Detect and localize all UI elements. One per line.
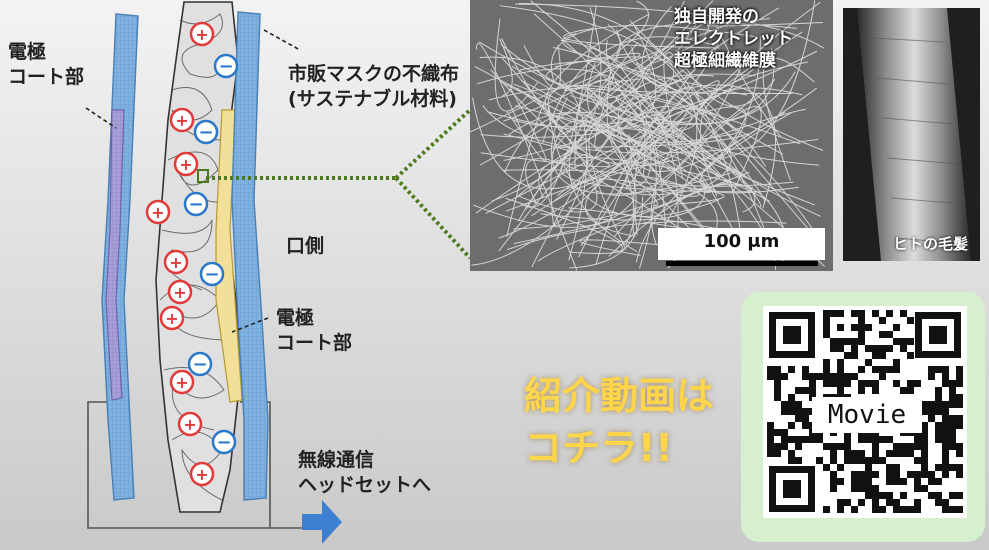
positive-charge-icon: + — [163, 249, 189, 275]
positive-charge-icon: + — [159, 305, 185, 331]
scale-bar-label: 100 μm — [658, 228, 825, 260]
right-electrode-label: 電極 コート部 — [276, 306, 352, 356]
svg-text:+: + — [179, 155, 192, 174]
leader-lines — [85, 29, 301, 333]
zoom-link — [206, 108, 472, 260]
svg-text:+: + — [151, 203, 164, 222]
negative-charges: − − − − − − — [183, 53, 239, 455]
left-electrode-label-line2: コート部 — [8, 66, 85, 88]
wireless-label-line1: 無線通信 — [298, 449, 375, 471]
svg-text:−: − — [204, 264, 219, 285]
promo-line1: 紹介動画は — [524, 374, 715, 418]
right-electrode-label-line1: 電極 — [276, 307, 315, 329]
left-electrode-coating — [105, 109, 125, 401]
positive-charge-icon: + — [173, 151, 199, 177]
output-arrow-icon — [302, 500, 342, 544]
svg-text:+: + — [195, 465, 208, 484]
sem-title: 独自開発の エレクトレット 超極細繊維膜 — [674, 6, 793, 72]
positive-charge-icon: + — [177, 411, 203, 437]
negative-charge-icon: − — [211, 429, 237, 455]
scale-bar — [666, 261, 818, 266]
svg-text:+: + — [173, 283, 186, 302]
svg-text:+: + — [195, 25, 208, 44]
positive-charge-icon: + — [169, 107, 195, 133]
hair-label: ヒトの毛髪 — [893, 235, 969, 253]
svg-text:−: − — [188, 194, 203, 215]
left-electrode-label-line1: 電極 — [8, 41, 47, 63]
svg-text:+: + — [175, 373, 188, 392]
mask-fabric-label-line1: 市販マスクの不織布 — [288, 63, 460, 85]
sem-title-line1: 独自開発の — [674, 7, 759, 27]
negative-charge-icon: − — [183, 191, 209, 217]
negative-charge-icon: − — [187, 351, 213, 377]
svg-text:−: − — [192, 354, 207, 375]
promo-line2: コチラ!! — [524, 426, 673, 470]
hair-strand — [843, 8, 980, 261]
mask-fabric-label-line2: (サステナブル材料) — [288, 88, 457, 110]
right-electrode-label-line2: コート部 — [276, 332, 353, 354]
promo-text: 紹介動画は コチラ!! — [524, 370, 714, 474]
negative-charge-icon: − — [199, 261, 225, 287]
left-electrode-strip — [101, 13, 139, 501]
svg-text:+: + — [165, 309, 178, 328]
svg-text:−: − — [218, 56, 233, 77]
positive-charge-icon: + — [167, 279, 193, 305]
wireless-label-line2: ヘッドセットへ — [298, 474, 432, 496]
sem-title-line2: エレクトレット — [674, 29, 793, 49]
svg-text:+: + — [175, 111, 188, 130]
positive-charge-icon: + — [169, 369, 195, 395]
svg-text:+: + — [169, 253, 182, 272]
zoom-marker — [197, 169, 209, 183]
positive-charges: + + + + + + + + + + — [145, 21, 215, 487]
svg-text:−: − — [216, 432, 231, 453]
wireless-label: 無線通信 ヘッドセットへ — [298, 448, 431, 498]
sem-title-line3: 超極細繊維膜 — [674, 51, 776, 71]
positive-charge-icon: + — [145, 199, 171, 225]
hair-micrograph — [843, 8, 980, 261]
sem-micrograph — [470, 0, 833, 271]
negative-charge-icon: − — [193, 119, 219, 145]
right-electrode-strip — [231, 11, 269, 501]
positive-charge-icon: + — [189, 21, 215, 47]
left-electrode-label: 電極 コート部 — [8, 40, 84, 90]
svg-text:+: + — [183, 415, 196, 434]
nanofiber-texture — [470, 0, 833, 271]
mouth-side-label: 口側 — [286, 235, 325, 257]
positive-charge-icon: + — [189, 461, 215, 487]
qr-movie-label: Movie — [812, 397, 922, 433]
negative-charge-icon: − — [213, 53, 239, 79]
svg-text:−: − — [198, 122, 213, 143]
mask-fabric-label: 市販マスクの不織布 (サステナブル材料) — [288, 62, 459, 112]
